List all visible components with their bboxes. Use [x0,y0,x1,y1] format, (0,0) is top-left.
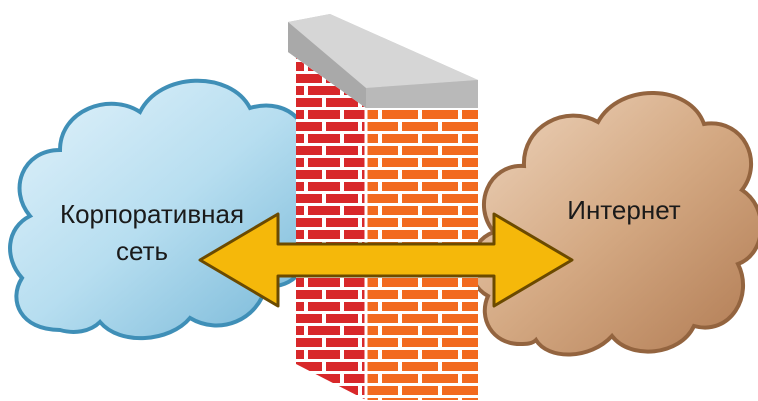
corporate-network-label-line1: Корпоративная [60,199,244,229]
corporate-network-label-line2: сеть [116,236,168,266]
double-arrow-icon [198,212,574,308]
internet-cloud: Интернет [468,91,758,357]
firewall [288,14,478,400]
brick-wall-icon [288,14,478,400]
internet-label: Интернет [567,195,681,225]
bidirectional-arrow [198,212,574,308]
